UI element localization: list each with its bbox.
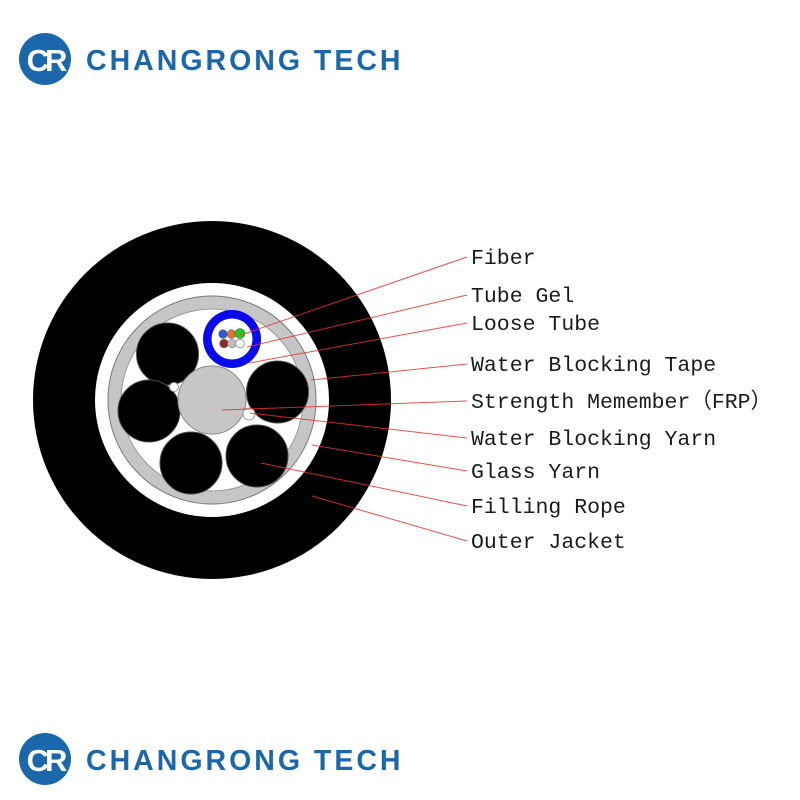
layer-label-9: Outer Jacket: [471, 531, 626, 555]
leader-line-8: [260, 462, 468, 507]
water-blocking-yarn-dot: [169, 382, 179, 392]
footer-logo: CR CHANGRONG TECH: [19, 733, 404, 785]
fibers: [218, 328, 246, 349]
filling-rope-circle: [159, 431, 223, 495]
filling-rope-circle: [136, 322, 199, 386]
layer-label-8: Filling Rope: [471, 496, 626, 520]
leader-line-9: [311, 495, 468, 542]
cable-diagram: [33, 221, 391, 579]
strength-member-circle: [177, 365, 247, 435]
leader-line-1: [240, 256, 468, 336]
leader-line-5: [221, 400, 468, 411]
logo-monogram: CR: [27, 743, 67, 778]
layer-label-3: Loose Tube: [471, 313, 600, 337]
brand-wordmark: CHANGRONG TECH: [86, 745, 404, 777]
brand-wordmark: CHANGRONG TECH: [86, 45, 404, 77]
fiber-dot-gray: [227, 338, 237, 349]
layer-label-6: Water Blocking Yarn: [471, 428, 716, 452]
fiber-dot-white: [235, 338, 245, 349]
fiber-dot-blue: [218, 329, 228, 339]
layer-label-5: Strength Memember（FRP）: [471, 390, 772, 415]
leader-line-2: [246, 294, 468, 348]
layer-label-7: Glass Yarn: [471, 461, 600, 485]
filling-rope-circle: [225, 424, 289, 488]
leader-line-7: [311, 444, 468, 472]
loose-tube-unit: [203, 310, 261, 368]
leader-line-4: [310, 363, 468, 381]
leader-line-6: [249, 412, 468, 439]
layer-label-4: Water Blocking Tape: [471, 354, 716, 378]
logo-mark-circle: [19, 733, 71, 785]
fiber-dot-maroon: [219, 338, 229, 349]
layer-label-2: Tube Gel: [471, 285, 574, 309]
fiber-dot-orange: [226, 329, 237, 339]
header-logo: CR CHANGRONG TECH: [19, 33, 404, 85]
water-blocking-yarn-dot: [242, 407, 256, 421]
logo-mark-circle: [19, 33, 71, 85]
fiber-dot-green: [234, 328, 246, 339]
layer-label-1: Fiber: [471, 247, 536, 271]
leader-line-3: [248, 322, 468, 364]
logo-monogram: CR: [27, 43, 67, 78]
